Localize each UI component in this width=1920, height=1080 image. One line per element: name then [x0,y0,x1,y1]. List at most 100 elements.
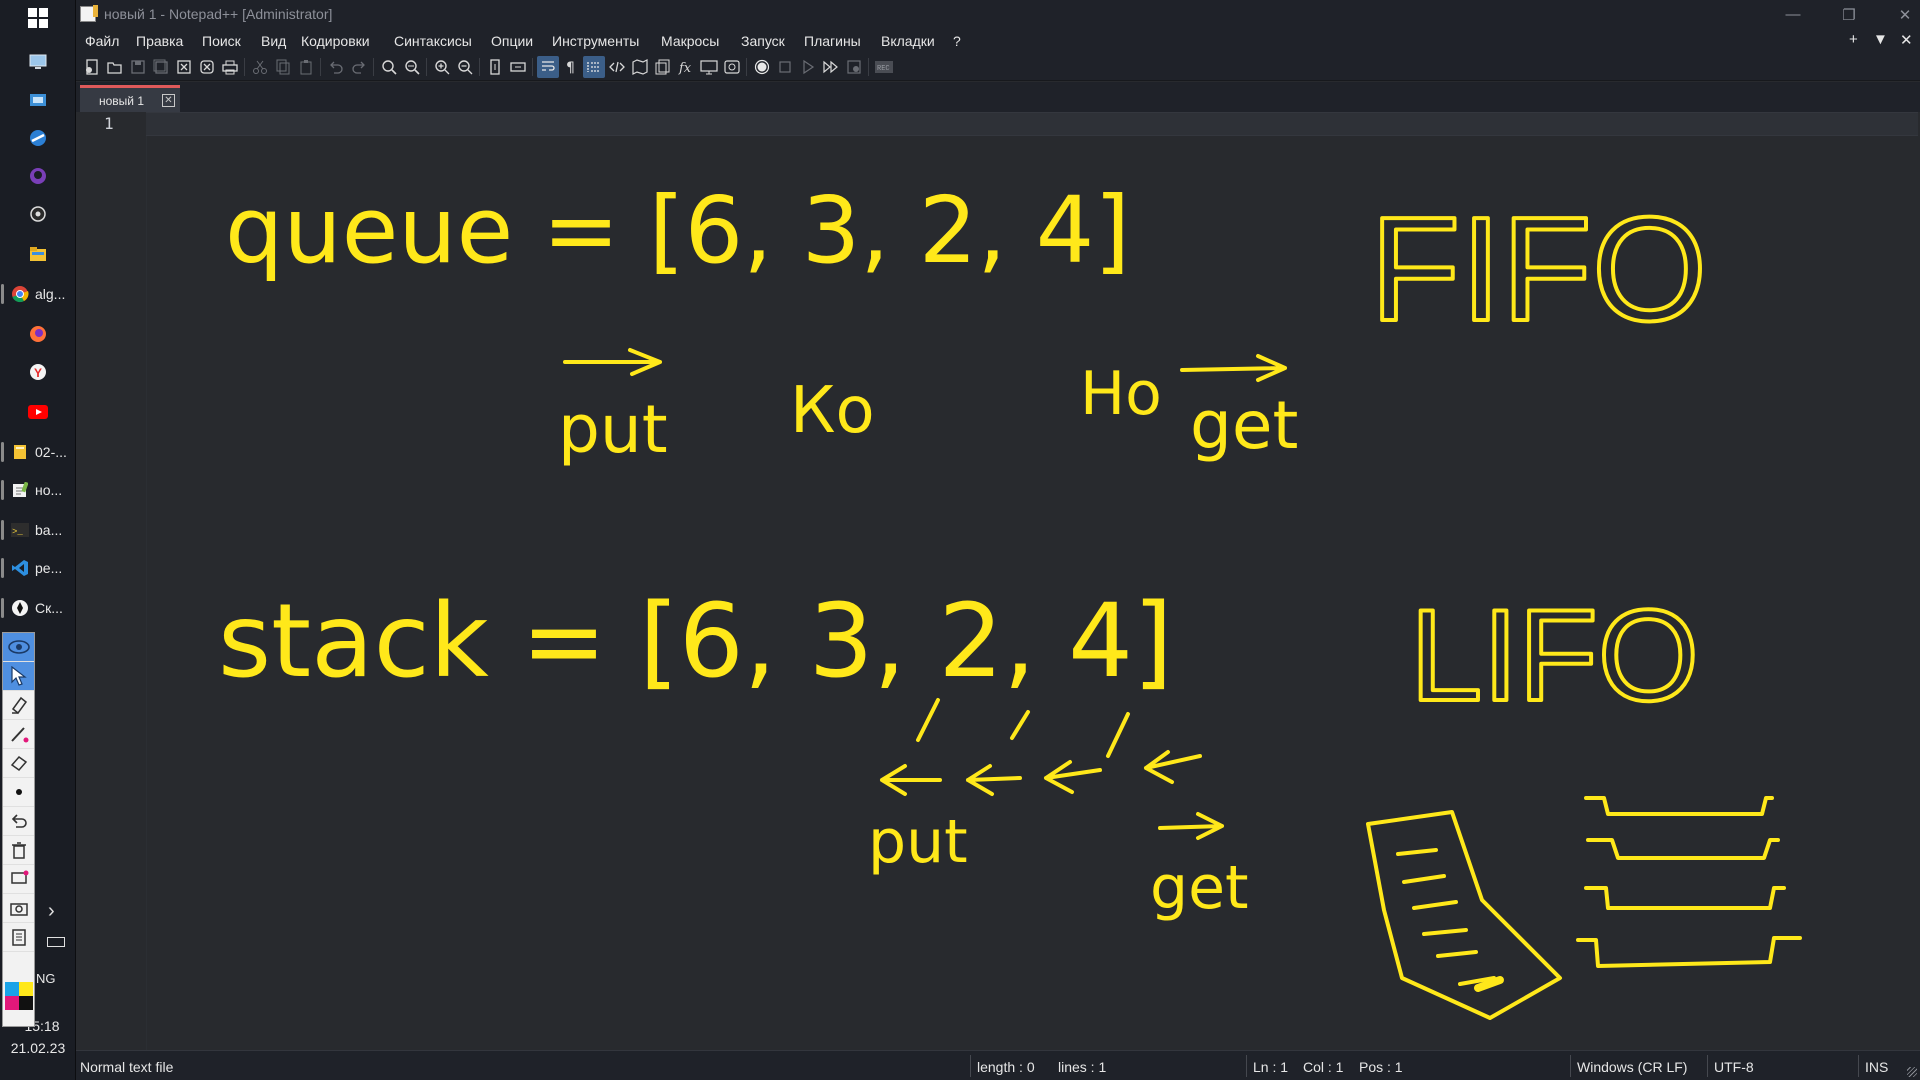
taskbar-item-yandex[interactable]: Y [0,354,76,390]
status-insert-mode[interactable]: INS [1865,1059,1889,1075]
taskbar-item-terminal[interactable]: >_ ba... [0,512,76,548]
undo-icon[interactable] [3,807,34,836]
menu-tabs[interactable]: Вкладки [881,33,935,49]
taskbar-item-computer[interactable] [0,44,76,80]
notepadpp-icon [80,5,98,22]
start-button[interactable] [28,8,48,28]
taskbar-item-firefox[interactable] [0,316,76,352]
menu-encoding[interactable]: Кодировки [301,33,370,49]
taskbar-item-github[interactable] [0,158,76,194]
close-all-icon[interactable] [196,56,218,78]
word-wrap-icon[interactable] [537,56,559,78]
color-swatch-magenta[interactable] [5,996,19,1010]
taskbar-item-folder[interactable] [0,236,76,272]
play-macro-icon[interactable] [797,56,819,78]
language-indicator[interactable]: NG [36,971,56,986]
menu-help[interactable]: ? [953,33,961,49]
sync-horizontal-icon[interactable] [507,56,529,78]
save-all-icon[interactable] [150,56,172,78]
tab-list-dropdown[interactable]: ▼ [1873,31,1888,48]
restore-button[interactable]: ❐ [1842,6,1856,24]
menu-edit[interactable]: Правка [136,33,184,49]
taskbar-item-globe[interactable] [0,120,76,156]
board-icon[interactable] [3,865,34,894]
trash-icon[interactable] [3,836,34,865]
color-swatches[interactable] [5,982,33,1010]
menu-file[interactable]: Файл [85,33,120,49]
eye-icon[interactable] [3,633,34,662]
chevron-right-icon[interactable]: › [48,900,55,922]
print-icon[interactable] [219,56,241,78]
notepadpp-window: новый 1 - Notepad++ [Administrator] — ❐ … [76,0,1920,1080]
stop-macro-icon[interactable] [774,56,796,78]
pen-icon[interactable] [3,720,34,749]
paste-icon[interactable] [295,56,317,78]
sync-vertical-icon[interactable] [484,56,506,78]
taskbar-item-explorer[interactable]: 02-... [0,434,76,470]
editor-area[interactable]: 1 [76,112,1920,1050]
close-doc-button[interactable]: ✕ [1900,32,1913,49]
cursor-icon[interactable] [3,662,34,691]
redo-edit-icon[interactable] [348,56,370,78]
menu-plugins[interactable]: Плагины [804,33,861,49]
close-file-icon[interactable] [173,56,195,78]
tab-close-icon[interactable]: ✕ [162,94,175,107]
cut-icon[interactable] [249,56,271,78]
menu-macros[interactable]: Макросы [661,33,720,49]
copy-icon[interactable] [272,56,294,78]
taskbar-item-label: Ск... [35,600,63,616]
doc-list-icon[interactable] [652,56,674,78]
folder-workspace-icon[interactable] [698,56,720,78]
zoom-out-icon[interactable] [454,56,476,78]
show-all-chars-icon[interactable]: ¶ [560,56,582,78]
taskbar-item-screenshot-tool[interactable]: Ск... [0,590,76,626]
battery-icon[interactable] [47,937,65,947]
color-swatch-yellow[interactable] [19,982,33,996]
function-list-icon[interactable]: fx [675,56,697,78]
save-icon[interactable] [127,56,149,78]
open-file-icon[interactable] [104,56,126,78]
menu-options[interactable]: Опции [491,33,534,49]
resize-grip[interactable] [1907,1067,1917,1077]
plugin-icon[interactable]: REC [873,56,895,78]
close-button[interactable]: ✕ [1898,6,1912,24]
new-file-icon[interactable] [81,56,103,78]
minimize-button[interactable]: — [1785,6,1801,23]
highlighter-icon[interactable] [3,691,34,720]
color-swatch-cyan[interactable] [5,982,19,996]
menu-syntax[interactable]: Синтаксисы [394,33,472,49]
status-col: Col : 1 [1303,1059,1344,1075]
replace-icon[interactable] [401,56,423,78]
taskbar-item-monitor-app[interactable] [0,82,76,118]
eraser-icon[interactable] [3,749,34,778]
clock-date[interactable]: 21.02.23 [10,1040,66,1056]
code-tags-icon[interactable] [606,56,628,78]
taskbar-item-vscode[interactable]: pe... [0,550,76,586]
monitoring-icon[interactable] [721,56,743,78]
doc-map-icon[interactable] [629,56,651,78]
clipboard-icon[interactable] [3,923,34,952]
menu-search[interactable]: Поиск [202,33,241,49]
taskbar-item-notepad[interactable]: но... [0,472,76,508]
menu-tools[interactable]: Инструменты [552,33,640,49]
taskbar-item-label: alg... [35,286,66,302]
tab-document[interactable]: новый 1 ✕ [80,85,180,112]
menu-view[interactable]: Вид [261,33,287,49]
taskbar-item-chrome[interactable]: alg... [0,276,76,312]
undo-edit-icon[interactable] [325,56,347,78]
color-swatch-black[interactable] [19,996,33,1010]
taskbar-item-obs[interactable] [0,196,76,232]
taskbar-item-youtube[interactable] [0,394,76,430]
camera-icon[interactable] [3,894,34,923]
toolbar-separator [426,58,427,76]
zoom-in-icon[interactable] [431,56,453,78]
dot-size-icon[interactable] [3,778,34,807]
new-tab-plus[interactable]: + [1849,31,1858,48]
record-macro-icon[interactable] [751,56,773,78]
save-macro-icon[interactable] [843,56,865,78]
find-icon[interactable] [378,56,400,78]
indent-guide-icon[interactable] [583,56,605,78]
play-multiple-icon[interactable] [820,56,842,78]
status-separator [1570,1055,1571,1077]
menu-run[interactable]: Запуск [741,33,785,49]
